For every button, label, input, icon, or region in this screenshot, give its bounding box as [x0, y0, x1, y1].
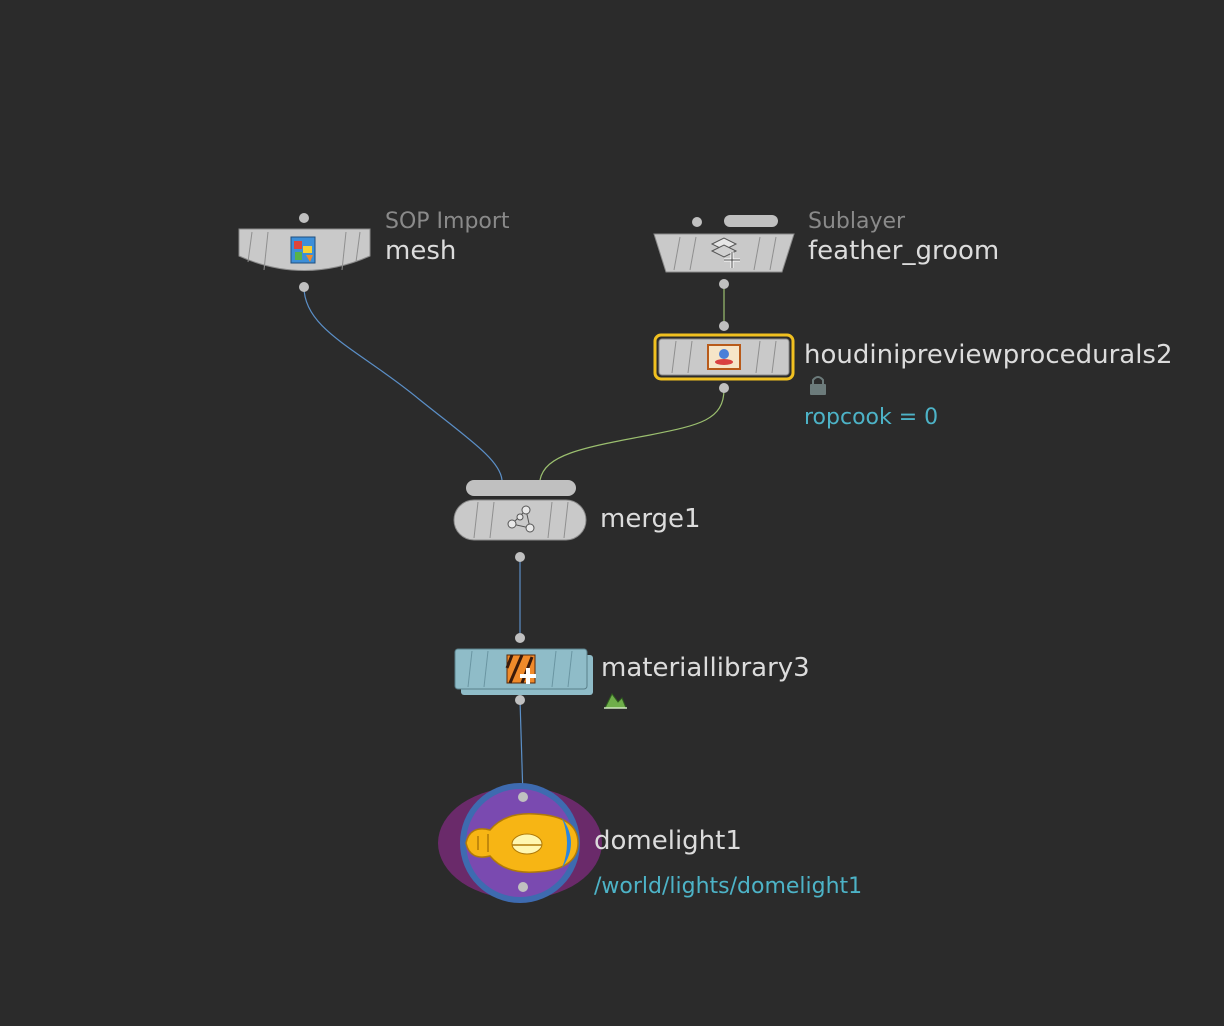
- node-name-houdinipreviewprocedurals2[interactable]: houdinipreviewprocedurals2: [804, 340, 1173, 370]
- output-connector[interactable]: [518, 882, 528, 892]
- wire-matlib-to-domelight[interactable]: [519, 699, 524, 798]
- node-houdinipreviewprocedurals2[interactable]: [653, 321, 795, 393]
- node-mesh[interactable]: [238, 213, 371, 292]
- input-connector[interactable]: [299, 213, 309, 223]
- node-info-ropcook: ropcook = 0: [804, 405, 939, 430]
- material-library-icon: [505, 654, 536, 684]
- node-type-label-mesh: SOP Import: [385, 209, 510, 234]
- node-name-materiallibrary3[interactable]: materiallibrary3: [601, 653, 810, 683]
- node-name-mesh[interactable]: mesh: [385, 236, 457, 266]
- lock-icon: [810, 376, 826, 395]
- procedural-preview-icon: [707, 344, 741, 370]
- input-connector[interactable]: [515, 633, 525, 643]
- input-connector[interactable]: [518, 792, 528, 802]
- domelight-icon: [465, 813, 579, 873]
- node-name-merge1[interactable]: merge1: [600, 504, 701, 534]
- merge-icon: [507, 505, 535, 533]
- wires: [303, 284, 725, 798]
- node-name-domelight1[interactable]: domelight1: [594, 826, 742, 856]
- node-name-feather-groom[interactable]: feather_groom: [808, 236, 1000, 266]
- output-connector[interactable]: [515, 552, 525, 562]
- node-info-prim-path: /world/lights/domelight1: [594, 874, 863, 899]
- input-connector[interactable]: [719, 321, 729, 331]
- selection-highlight: [653, 333, 795, 381]
- output-connector[interactable]: [299, 282, 309, 292]
- sublayer-icon: [710, 237, 740, 268]
- output-connector[interactable]: [515, 695, 525, 705]
- input-connector[interactable]: [692, 217, 702, 227]
- input-connector-multi[interactable]: [466, 480, 576, 496]
- node-merge1[interactable]: [453, 480, 587, 562]
- node-feather-groom[interactable]: [653, 215, 795, 289]
- node-type-label-feather-groom: Sublayer: [808, 209, 906, 234]
- wire-preview-to-merge[interactable]: [539, 388, 725, 481]
- node-materiallibrary3[interactable]: [454, 633, 593, 705]
- wire-mesh-to-merge[interactable]: [303, 286, 503, 481]
- input-connector-multi[interactable]: [724, 215, 778, 227]
- output-connector[interactable]: [719, 383, 729, 393]
- sop-import-icon: [290, 236, 316, 264]
- render-flag-icon: [604, 693, 627, 709]
- node-domelight1[interactable]: [438, 783, 602, 903]
- output-connector[interactable]: [719, 279, 729, 289]
